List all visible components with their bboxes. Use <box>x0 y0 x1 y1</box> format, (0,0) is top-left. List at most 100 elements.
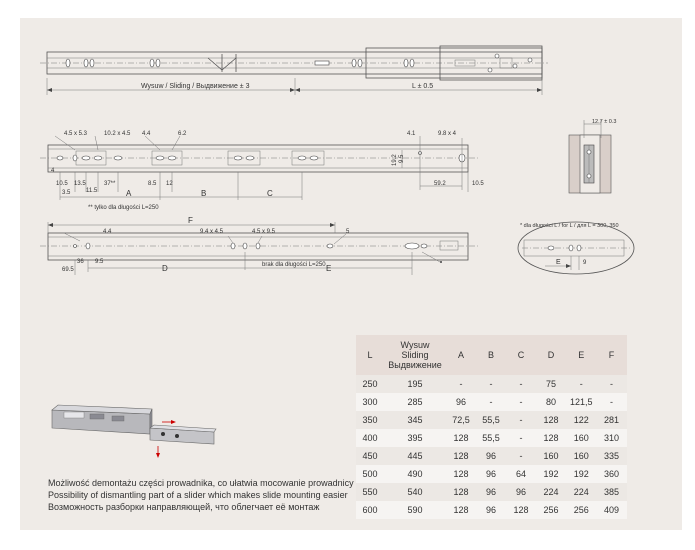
bottom-dim-95: 9.5 <box>95 259 104 265</box>
caption-polish: Możliwość demontażu części prowadnika, c… <box>48 478 354 488</box>
cell: 122 <box>566 411 597 429</box>
cell: 385 <box>596 483 627 501</box>
cell: 256 <box>536 501 566 519</box>
cell: 281 <box>596 411 627 429</box>
cell: 121,5 <box>566 393 597 411</box>
mid-dim-d3: 4.4 <box>142 131 151 137</box>
table-row: 400 395 128 55,5 - 128 160 310 <box>356 429 627 447</box>
cell: 540 <box>384 483 446 501</box>
cell: 300 <box>356 393 384 411</box>
table-row: 450 445 128 96 - 160 160 335 <box>356 447 627 465</box>
mid-dim-b5: 37** <box>104 181 116 187</box>
table-row: 500 490 128 96 64 192 192 360 <box>356 465 627 483</box>
cell: 195 <box>384 375 446 393</box>
cell: - <box>596 375 627 393</box>
cell: 335 <box>596 447 627 465</box>
cell: - <box>506 393 536 411</box>
cell: 224 <box>536 483 566 501</box>
cell: - <box>506 411 536 429</box>
col-header-a: A <box>446 335 476 375</box>
cell: - <box>476 375 506 393</box>
cell: 350 <box>356 411 384 429</box>
cell: 450 <box>356 447 384 465</box>
cell: 75 <box>536 375 566 393</box>
dimension-c-label: C <box>267 189 273 198</box>
cell: - <box>446 375 476 393</box>
cell: 409 <box>596 501 627 519</box>
detail-e-label: E <box>556 259 561 266</box>
cell: 128 <box>446 429 476 447</box>
col-header-d: D <box>536 335 566 375</box>
bottom-dim-36: 36 <box>77 259 84 265</box>
table-row: 550 540 128 96 96 224 224 385 <box>356 483 627 501</box>
cell: 192 <box>566 465 597 483</box>
cell: 256 <box>566 501 597 519</box>
bottom-dim-45: 4.5 x 9.5 <box>252 229 276 235</box>
cell: 360 <box>596 465 627 483</box>
cell: 500 <box>356 465 384 483</box>
cell: - <box>596 393 627 411</box>
cell: 128 <box>506 501 536 519</box>
cell: 160 <box>566 447 597 465</box>
col-header-l: L <box>356 335 384 375</box>
cell: 72,5 <box>446 411 476 429</box>
cell: 128 <box>446 501 476 519</box>
cell: - <box>506 375 536 393</box>
mid-dim-b4: 11.5 <box>86 188 98 194</box>
cell: 96 <box>476 501 506 519</box>
cell: - <box>566 375 597 393</box>
cell: 80 <box>536 393 566 411</box>
cell: - <box>506 447 536 465</box>
cell: 160 <box>536 447 566 465</box>
cell: 128 <box>446 447 476 465</box>
cell: 128 <box>536 411 566 429</box>
bottom-dim-44: 4.4 <box>103 229 112 235</box>
section-width-label: 12.7 ± 0.3 <box>592 119 616 125</box>
mid-footnote: ** tylko dla długości L=250 <box>88 205 159 211</box>
cell: 285 <box>384 393 446 411</box>
cell: 64 <box>506 465 536 483</box>
cell: 96 <box>476 465 506 483</box>
caption-russian: Возможность разборки направляющей, что о… <box>48 502 320 512</box>
cell: - <box>506 429 536 447</box>
dimension-b-label: B <box>201 189 206 198</box>
mid-dim-b2: 13.5 <box>74 181 86 187</box>
mid-dim-r4: 10.5 <box>472 181 484 187</box>
col-header-b: B <box>476 335 506 375</box>
bottom-dim-94: 9.4 x 4.5 <box>200 229 224 235</box>
cell: 310 <box>596 429 627 447</box>
section-view: 12.7 ± 0.3 <box>568 119 616 194</box>
col-header-e: E <box>566 335 597 375</box>
mid-dim-r3: 59.2 <box>434 181 446 187</box>
cell: 590 <box>384 501 446 519</box>
cell: 128 <box>446 465 476 483</box>
bottom-dim-695: 69.5 <box>62 267 74 273</box>
slide-photo <box>51 404 217 458</box>
cell: 96 <box>446 393 476 411</box>
detail-d-label: 9 <box>583 260 587 266</box>
cell: 96 <box>476 483 506 501</box>
mid-dim-d1: 4.5 x 5.3 <box>64 131 88 137</box>
dimension-f-label: F <box>188 216 193 225</box>
sliding-dimension-label: Wysuw / Sliding / Выдвижение ± 3 <box>141 83 250 90</box>
cell: 400 <box>356 429 384 447</box>
mid-dim-b1: 10.5 <box>56 181 68 187</box>
dimension-a-label: A <box>126 189 132 198</box>
cell: 55,5 <box>476 429 506 447</box>
cell: 96 <box>506 483 536 501</box>
cell: 128 <box>536 429 566 447</box>
cell: 224 <box>566 483 597 501</box>
bottom-note: brak dla długości L=250 <box>262 262 326 268</box>
mid-dim-b7: 12 <box>166 181 173 187</box>
table-row: 250 195 - - - 75 - - <box>356 375 627 393</box>
cell: 445 <box>384 447 446 465</box>
dimension-e-label: E <box>326 264 331 273</box>
bottom-view-rail: F 4.4 9.4 x 4.5 4.5 x 9.5 5 D E 69.5 36 … <box>40 216 480 275</box>
cell: 96 <box>476 447 506 465</box>
mid-dim-b3: 3.5 <box>62 190 71 196</box>
mid-dim-d7: 4 <box>51 168 55 174</box>
cell: 192 <box>536 465 566 483</box>
cell: - <box>476 393 506 411</box>
cell: 550 <box>356 483 384 501</box>
dimension-d-label: D <box>162 264 168 273</box>
